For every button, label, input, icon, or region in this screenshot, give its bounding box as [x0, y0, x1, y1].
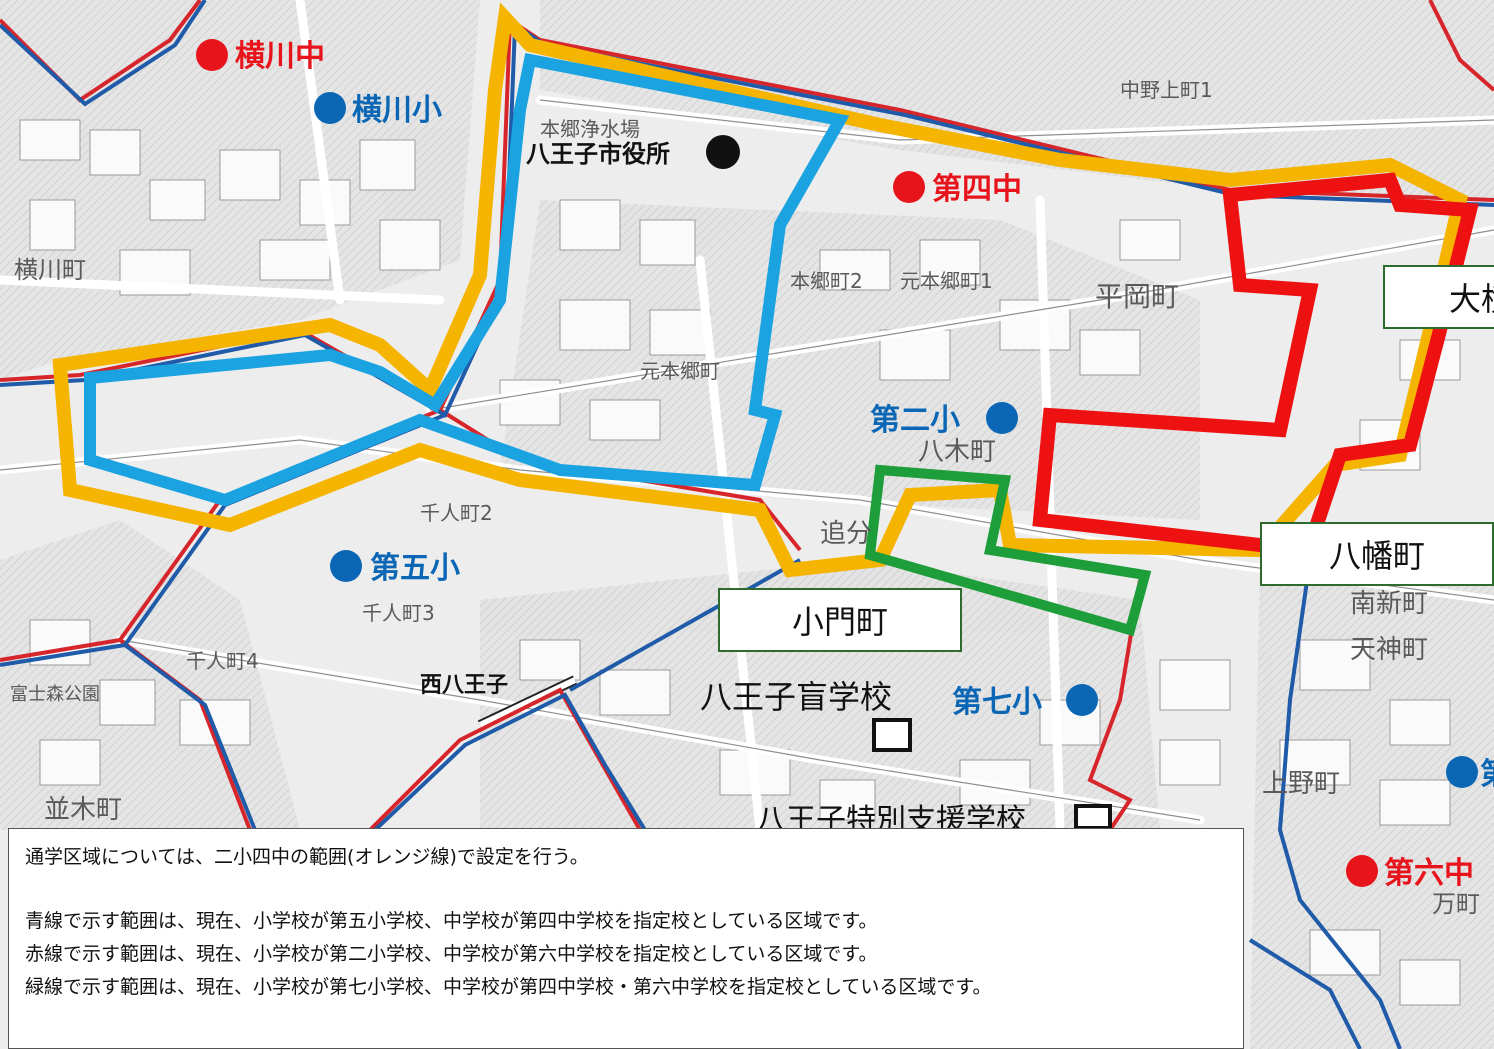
street-label-hongocho2: 本郷町2: [790, 269, 863, 293]
street-label-minamishincho: 南新町: [1350, 589, 1428, 619]
street-label-yagicho: 八木町: [918, 437, 996, 467]
railway: [477, 675, 578, 730]
note-orange-line: 通学区域については、二小四中の範囲(オレンジ線)で設定を行う。: [25, 846, 589, 868]
street-label-hiraokacho: 平岡町: [1095, 280, 1179, 313]
street-label-senninmachi3: 千人町3: [362, 601, 435, 625]
city-hall-dot: [706, 135, 740, 169]
blue-boundary: [84, 52, 850, 507]
street-label-nakanokamicho1: 中野上町1: [1120, 78, 1213, 102]
area-box-komoncho: 小門町: [718, 588, 962, 652]
school-label-daigo-sho: 第五小: [370, 551, 460, 586]
green-boundary: [864, 464, 1152, 637]
street-label-tenjincho: 天神町: [1350, 635, 1428, 665]
junior-high-dot: [196, 39, 228, 71]
school-label-yokokawa-chu: 横川中: [235, 39, 325, 74]
elementary-dot: [986, 402, 1018, 434]
landmark-mou-gakko: 八王子盲学校: [700, 678, 892, 716]
area-label-komoncho: 小門町: [791, 603, 888, 641]
school-label-daini-sho: 第二小: [870, 403, 960, 438]
street-label-hongo-josui: 本郷浄水場: [540, 117, 640, 141]
note-red-line: 赤線で示す範囲は、現在、小学校が第二小学校、中学校が第六中学校を指定校としている…: [25, 943, 878, 965]
street-label-fujimori: 富士森公園: [10, 684, 100, 705]
elementary-dot: [1446, 756, 1478, 788]
street-label-senninmachi4: 千人町4: [186, 649, 259, 673]
school-markers: 横川中 横川小 第四中 第二小 第五小 第七小 第六中 第: [196, 39, 1494, 891]
landmark-city-hall: 八王子市役所: [526, 140, 670, 168]
area-box-yawatacho: 八幡町: [1260, 522, 1494, 586]
street-label-yokokawacho: 横川町: [14, 256, 86, 284]
note-green-line: 緑線で示す範囲は、現在、小学校が第七小学校、中学校が第四中学校・第六中学校を指定…: [25, 976, 992, 998]
city-blocks: [19, 119, 1461, 1006]
school-label-dairoku-chu: 第六中: [1384, 856, 1474, 891]
elementary-dot: [1066, 684, 1098, 716]
school-label-dainana-sho: 第七小: [952, 685, 1042, 720]
notes-panel: 通学区域については、二小四中の範囲(オレンジ線)で設定を行う。 青線で示す範囲は…: [8, 828, 1244, 1049]
street-label-namikicho: 並木町: [44, 795, 122, 825]
street-label-senninmachi2: 千人町2: [420, 501, 493, 525]
area-label-ohyoko: 大横: [1449, 280, 1494, 318]
street-label-yorozucho: 万町: [1432, 890, 1480, 918]
area-label-yawatacho: 八幡町: [1328, 537, 1425, 575]
school-label-daiyon-chu: 第四中: [932, 172, 1022, 207]
junior-high-dot: [893, 171, 925, 203]
school-square-icon: [1074, 804, 1112, 830]
elementary-dot: [314, 92, 346, 124]
street-label-motohongocho: 元本郷町: [640, 359, 720, 383]
note-blue-line: 青線で示す範囲は、現在、小学校が第五小学校、中学校が第四中学校を指定校としている…: [25, 910, 878, 932]
street-label-motohongocho1: 元本郷町1: [900, 269, 993, 293]
area-box-ohyoko: 大横: [1383, 265, 1494, 329]
elementary-dot: [330, 550, 362, 582]
school-square-icon: [872, 718, 912, 752]
street-edges: [0, 99, 1494, 821]
school-label-partial-right: 第: [1480, 757, 1494, 792]
school-label-yokokawa-sho: 横川小: [352, 93, 442, 128]
junior-high-dot: [1346, 855, 1378, 887]
street-label-oiwake: 追分: [820, 519, 872, 549]
street-label-uenomachi: 上野町: [1262, 769, 1340, 799]
orange-boundary: [52, 2, 1469, 578]
landmark-nishi-hachioji: 西八王子: [420, 673, 508, 698]
